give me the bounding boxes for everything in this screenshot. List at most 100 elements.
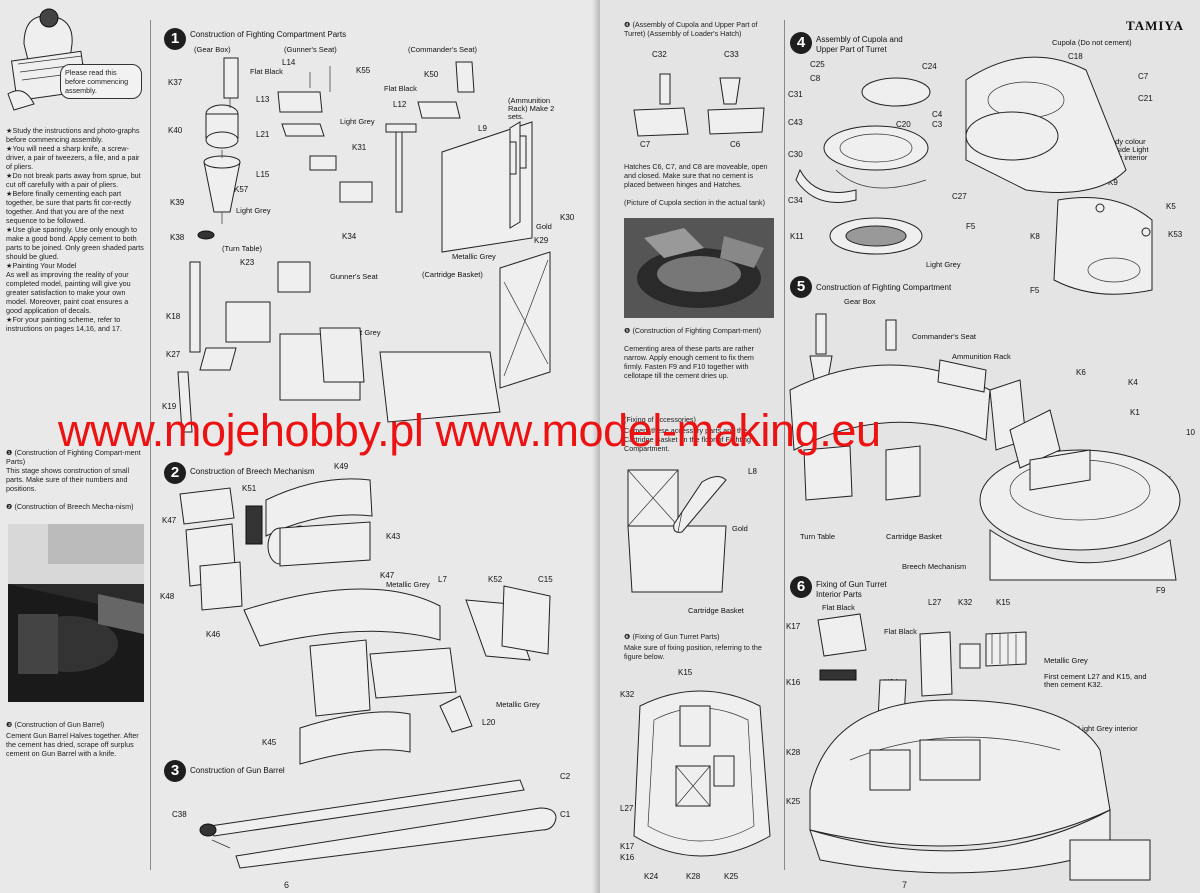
left-page: Please read this before commencing assem… [0,0,600,893]
step-6-title: Fixing of Gun Turret Interior Parts [816,580,887,599]
part-label: C32 [652,50,667,59]
label-commanders-seat-5: Commander's Seat [912,332,976,341]
step-4-drawing [795,56,1153,295]
part-label: K8 [1030,232,1040,241]
right-note-accessories-text: Cement these accessory parts and the Car… [624,426,752,453]
label-commanders-seat: (Commander's Seat) [408,45,477,54]
label-metallic-grey-2a: Metallic Grey [386,580,430,589]
label-cement-note-6: First cement L27 and K15, and then cemen… [1044,672,1147,689]
part-label: K5 [1166,202,1176,211]
intro-bubble: Please read this before commencing assem… [60,64,142,99]
part-label: F9 [1156,586,1166,595]
label-light-grey-b: Light Grey [236,206,271,215]
part-label: K29 [534,236,549,245]
part-label: L27 [928,598,942,607]
part-label: L7 [438,575,447,584]
part-label: K50 [424,70,439,79]
right-note-accessories-title: (Fixing of accessories) [624,415,696,424]
part-label: C25 [810,60,825,69]
note-fit: ★Before finally cementing each part toge… [6,189,132,225]
part-label: F5 [966,222,976,231]
part-label: L21 [256,130,270,139]
label-metallic-grey-2b: Metallic Grey [496,700,540,709]
part-label: K47 [380,571,395,580]
note-painting-heading: ★Painting Your Model [6,261,77,270]
part-label: L9 [478,124,487,133]
part-label: K52 [488,575,503,584]
part-label: C2 [560,772,571,781]
step-6-drawing [809,613,1151,881]
step-4-title: Assembly of Cupola and Upper Part of Tur… [816,35,903,54]
part-label: K32 [958,598,973,607]
part-label: K46 [206,630,221,639]
part-label: K24 [644,872,659,881]
label-light-grey-4: Light Grey [926,260,961,269]
part-label: K40 [168,126,183,135]
part-label: K11 [790,232,804,241]
label-gunners-seat-2: Gunner's Seat [330,272,378,281]
label-metallic-grey-6: Metallic Grey [1044,656,1088,665]
part-label: C1 [560,810,571,819]
brand-logo: TAMIYA [1126,18,1185,33]
right-note-6-text: Make sure of fixing position, referring … [624,643,762,661]
side-note-1-title: ❶ (Construction of Fighting Compart-ment… [6,448,141,466]
label-flat-black-a: Flat Black [250,67,283,76]
part-label: C6 [730,140,741,149]
part-label: K23 [240,258,255,267]
step-4-badge: 4 [790,32,812,54]
label-metallic-grey: Metallic Grey [452,252,496,261]
part-label: C8 [810,74,821,83]
column-divider [150,20,151,870]
cartridge-basket-drawing [627,469,727,593]
part-label: K49 [334,462,349,471]
part-label: K48 [160,592,175,601]
part-label: K25 [786,797,801,806]
part-label: K38 [170,233,185,242]
part-label: K28 [686,872,701,881]
step-2-title: Construction of Breech Mechanism [190,467,315,476]
part-label: K57 [234,185,249,194]
part-label: K31 [352,143,367,152]
part-label: C18 [1068,52,1083,61]
part-label: K45 [262,738,277,747]
part-label: L14 [282,58,296,67]
part-label: 10 [1186,428,1195,437]
label-light-grey-a: Light Grey [340,117,375,126]
step-3-gun-barrel-drawing [199,779,557,869]
label-ammo-rack: (Ammunition Rack) Make 2 sets. [508,96,555,121]
note-study: ★Study the instructions and photo-graphs… [6,126,140,144]
label-flat-black-6b: Flat Black [884,627,917,636]
part-label: K19 [162,402,177,411]
part-label: K16 [620,853,635,862]
side-note-3-title: ❸ (Construction of Gun Barrel) [6,720,105,729]
part-label: C24 [922,62,937,71]
page-number-right: 7 [902,880,908,890]
step-6-badge: 6 [790,576,812,598]
side-note-3-text: Cement Gun Barrel Halves together. After… [6,731,139,758]
note-painting: As well as improving the reality of your… [6,270,131,315]
part-label: K28 [786,748,801,757]
part-label: K51 [242,484,257,493]
part-label: K17 [620,842,635,851]
label-flat-black-b: Flat Black [384,84,417,93]
label-gear-box: (Gear Box) [194,45,231,54]
turret-top-view-drawing [633,690,771,857]
step-3-badge: 3 [164,760,186,782]
part-label: K30 [560,213,575,222]
photo-caption: (Picture of Cupola section in the actual… [624,198,766,207]
part-label: K4 [1128,378,1138,387]
label-ammo-rack-5: Ammunition Rack [952,352,1011,361]
right-column-divider [784,20,785,870]
part-label: C33 [724,50,739,59]
part-label: C20 [896,120,911,129]
part-label: J1 [986,396,995,405]
label-cartridge-basket-right: Cartridge Basket [688,606,744,615]
right-note-5-title: ❺ (Construction of Fighting Compart-ment… [624,326,762,335]
breech-photo [8,524,144,702]
label-breech-5: Breech Mechanism [902,562,967,571]
part-label: L12 [393,100,407,109]
label-flat-black-6a: Flat Black [822,603,855,612]
part-label: K55 [356,66,371,75]
note-sprue: ★Do not break parts away from sprue, but… [6,171,141,189]
step-1-badge: 1 [164,28,186,50]
